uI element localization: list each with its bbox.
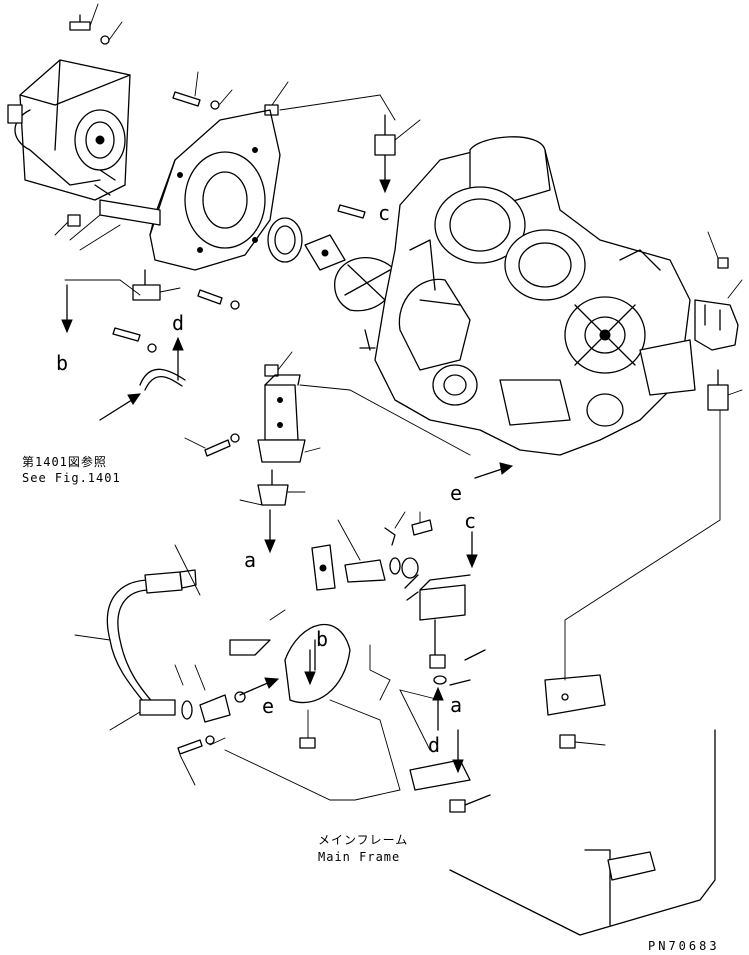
- rubber-mount-c: [374, 114, 421, 156]
- leader-lines: [64, 94, 721, 801]
- direction-arrows: [61, 154, 514, 774]
- label-b-center: b: [316, 627, 328, 651]
- label-c-top: c: [378, 201, 390, 225]
- label-d-bottom: d: [428, 733, 440, 757]
- fitting-parts: [311, 511, 433, 591]
- right-lower-bracket: [544, 674, 606, 749]
- main-frame: [329, 644, 716, 936]
- label-e-top: e: [450, 481, 462, 505]
- coupling-parts: [267, 204, 397, 351]
- center-mount-bracket: [404, 574, 491, 813]
- label-a-left: a: [244, 548, 256, 572]
- label-a-bottom: a: [450, 693, 462, 717]
- housing-lower-bolts: [112, 289, 240, 353]
- engine: [374, 136, 696, 456]
- engine-bracket: [184, 351, 321, 463]
- label-d-top: d: [172, 311, 184, 335]
- drain-hose: [139, 368, 186, 391]
- see-fig-note-ja: 第1401図参照: [22, 454, 107, 469]
- see-fig-note-en: See Fig.1401: [22, 471, 121, 485]
- label-b-left: b: [56, 351, 68, 375]
- hydraulic-pump: [7, 59, 131, 201]
- main-frame-note-ja: メインフレーム: [318, 833, 408, 847]
- label-e-bottom: e: [262, 694, 274, 718]
- flywheel-housing: [149, 109, 281, 271]
- drawing-code: PN70683: [648, 939, 720, 953]
- housing-bolt: [172, 71, 289, 116]
- label-c-right: c: [464, 509, 476, 533]
- cover-plates: [229, 609, 351, 749]
- left-engine-mount: [132, 269, 181, 301]
- hose-assembly: [74, 544, 246, 786]
- pump-bracket: [54, 199, 161, 236]
- right-engine-mount: [694, 231, 743, 411]
- lower-rubber-mount: [239, 469, 306, 506]
- main-frame-note-en: Main Frame: [318, 850, 400, 864]
- pump-bolt: [69, 3, 123, 45]
